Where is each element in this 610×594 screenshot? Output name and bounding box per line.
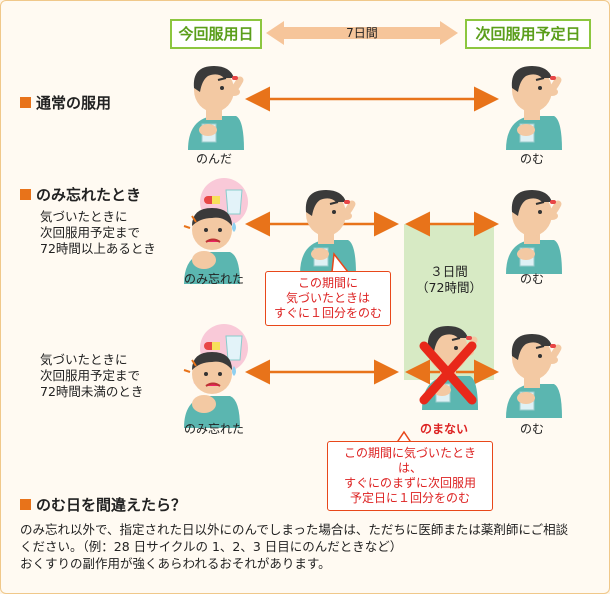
- case1-callout-line-1: この期間に: [297, 276, 358, 290]
- person-drinking-icon: [496, 326, 568, 418]
- case1-condition-line-2: 次回服用予定まで: [40, 225, 141, 240]
- next-day-label: 次回服用予定日: [465, 19, 591, 49]
- section-normal-title: 通常の服用: [20, 92, 111, 113]
- range-label-line-2: （72時間）: [416, 280, 482, 295]
- case2-callout-line-3: 予定日に１回分をのむ: [349, 491, 470, 505]
- took-label: のんだ: [195, 152, 232, 166]
- take-label: のむ: [519, 152, 544, 166]
- section-normal-title-text: 通常の服用: [36, 94, 112, 112]
- wrong-day-body-line-3: おくすりの副作用が強くあらわれるおそれがあります。: [20, 556, 331, 571]
- case1-missed-label: のみ忘れた: [183, 272, 244, 286]
- red-x-icon: [419, 341, 477, 405]
- start-day-label: 今回服用日: [170, 19, 262, 49]
- person-drinking-icon: [290, 182, 362, 274]
- dont-take-label: のまない: [419, 422, 468, 436]
- case2-condition: 気づいたときに 次回服用予定まで 72時間未満のとき: [40, 352, 143, 400]
- bullet-square: [20, 499, 31, 510]
- case2-condition-line-3: 72時間未満のとき: [40, 384, 144, 399]
- person-worried-icon: [183, 351, 241, 428]
- interval-label: 7日間: [346, 26, 378, 40]
- case1-condition-line-1: 気づいたときに: [40, 209, 128, 224]
- case1-condition-line-3: 72時間以上あるとき: [40, 241, 156, 256]
- case2-callout-line-2: すぐにのまずに次回服用: [343, 476, 476, 490]
- person-drinking-icon: [496, 58, 568, 150]
- case2-condition-line-1: 気づいたときに: [40, 352, 128, 367]
- case1-callout: この期間に 気づいたときは すぐに１回分をのむ: [265, 271, 391, 326]
- wrong-day-body: のみ忘れ以外で、指定された日以外にのんでしまった場合は、ただちに医師または薬剤師…: [20, 521, 600, 572]
- section-wrong-day-title-text: のむ日を間違えたら？: [36, 496, 187, 514]
- case1-callout-line-2: 気づいたときは: [285, 291, 370, 305]
- wrong-day-body-line-2: ください。（例：28 日サイクルの 1、2、3 日目にのんだときなど）: [20, 539, 403, 554]
- section-wrong-day-title: のむ日を間違えたら？: [20, 494, 186, 515]
- section-missed-title-text: のみ忘れたとき: [36, 186, 142, 204]
- bullet-square: [20, 97, 31, 108]
- interval-arrow: [266, 21, 458, 45]
- range-label-line-1: ３日間: [430, 264, 468, 279]
- case2-missed-label: のみ忘れた: [183, 422, 244, 436]
- person-drinking-icon: [178, 58, 250, 150]
- case2-take-label: のむ: [519, 422, 544, 436]
- case2-callout: この期間に気づいたときは、 すぐにのまずに次回服用 予定日に１回分をのむ: [327, 441, 493, 511]
- bullet-square: [20, 189, 31, 200]
- section-missed-title: のみ忘れたとき: [20, 184, 141, 205]
- case1-condition: 気づいたときに 次回服用予定まで 72時間以上あるとき: [40, 209, 156, 257]
- case1-callout-line-3: すぐに１回分をのむ: [273, 306, 382, 320]
- wrong-day-body-line-1: のみ忘れ以外で、指定された日以外にのんでしまった場合は、ただちに医師または薬剤師…: [20, 522, 569, 537]
- case1-take-label: のむ: [519, 272, 544, 286]
- range-label: ３日間 （72時間）: [404, 264, 494, 296]
- case2-callout-line-1: この期間に気づいたときは、: [343, 446, 476, 475]
- person-drinking-icon: [496, 182, 568, 274]
- case2-condition-line-2: 次回服用予定まで: [40, 368, 141, 383]
